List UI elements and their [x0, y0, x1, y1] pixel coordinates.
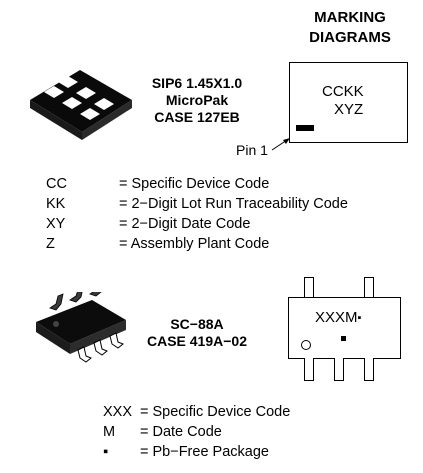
title-line-1: MARKING: [314, 9, 386, 26]
top-lead: [304, 277, 314, 298]
pin1-circle-icon: [301, 340, 311, 350]
legend-row: XY = 2−Digit Date Code: [46, 214, 348, 234]
legend-desc: = 2−Digit Lot Run Traceability Code: [119, 196, 348, 212]
sip6-marking-box: CCKK XYZ: [289, 62, 408, 143]
sc88a-marking-line-1: XXXM▪: [315, 309, 361, 327]
legend-code: M: [103, 424, 116, 440]
sip6-legend: CC = Specific Device Code KK = 2−Digit Lot…: [46, 174, 348, 254]
bottom-lead: [364, 358, 374, 381]
legend-code: XY: [46, 216, 66, 232]
legend-row: M = Date Code: [103, 422, 290, 442]
pin1-marker: [296, 125, 314, 131]
top-lead: [364, 277, 374, 298]
pin1-label: Pin 1: [236, 142, 268, 158]
sc88a-marking-box: XXXM▪: [288, 297, 401, 359]
legend-code: Z: [46, 236, 55, 252]
sip6-case: CASE 127EB: [154, 109, 240, 125]
sip6-name: SIP6 1.45X1.0: [151, 75, 243, 91]
sip6-package-label: SIP6 1.45X1.0 MicroPak CASE 127EB: [138, 75, 256, 126]
legend-desc: = Pb−Free Package: [140, 444, 269, 460]
legend-code: ▪: [103, 444, 109, 460]
marking-diagrams-title: MARKING DIAGRAMS: [290, 8, 410, 48]
sc88a-marking-text: XXXM: [315, 309, 358, 326]
legend-desc: = 2−Digit Date Code: [119, 216, 251, 232]
legend-row: ▪ = Pb−Free Package: [103, 442, 290, 462]
legend-code: KK: [46, 196, 66, 212]
sip6-marking-line-1: CCKK: [322, 83, 364, 100]
bottom-lead: [304, 358, 314, 381]
legend-desc: = Specific Device Code: [119, 176, 270, 192]
sip6-marking-line-2: XYZ: [334, 101, 364, 118]
sc88a-legend: XXX = Specific Device Code M = Date Code ▪…: [103, 402, 290, 462]
sc88a-package-illustration: [36, 292, 126, 363]
title-line-2: DIAGRAMS: [309, 29, 391, 46]
sc88a-package-label: SC−88A CASE 419A−02: [138, 316, 256, 350]
pin1-arrow-icon: [271, 138, 290, 151]
legend-code: CC: [46, 176, 67, 192]
sip6-subname: MicroPak: [165, 92, 229, 108]
legend-code: XXX: [103, 404, 133, 420]
legend-row: XXX = Specific Device Code: [103, 402, 290, 422]
legend-desc: = Date Code: [140, 424, 222, 440]
sc88a-marking-diagram: XXXM▪: [284, 277, 408, 387]
sip6-package-illustration: [30, 70, 132, 140]
legend-row: CC = Specific Device Code: [46, 174, 348, 194]
legend-row: Z = Assembly Plant Code: [46, 234, 348, 254]
sc88a-name: SC−88A: [170, 316, 224, 332]
pb-free-dot-icon: ▪: [357, 312, 362, 325]
legend-desc: = Assembly Plant Code: [119, 236, 270, 252]
sc88a-case: CASE 419A−02: [146, 333, 247, 349]
bottom-lead: [334, 358, 344, 381]
legend-row: KK = 2−Digit Lot Run Traceability Code: [46, 194, 348, 214]
pb-free-dot-icon: [341, 336, 346, 341]
legend-desc: = Specific Device Code: [140, 404, 291, 420]
